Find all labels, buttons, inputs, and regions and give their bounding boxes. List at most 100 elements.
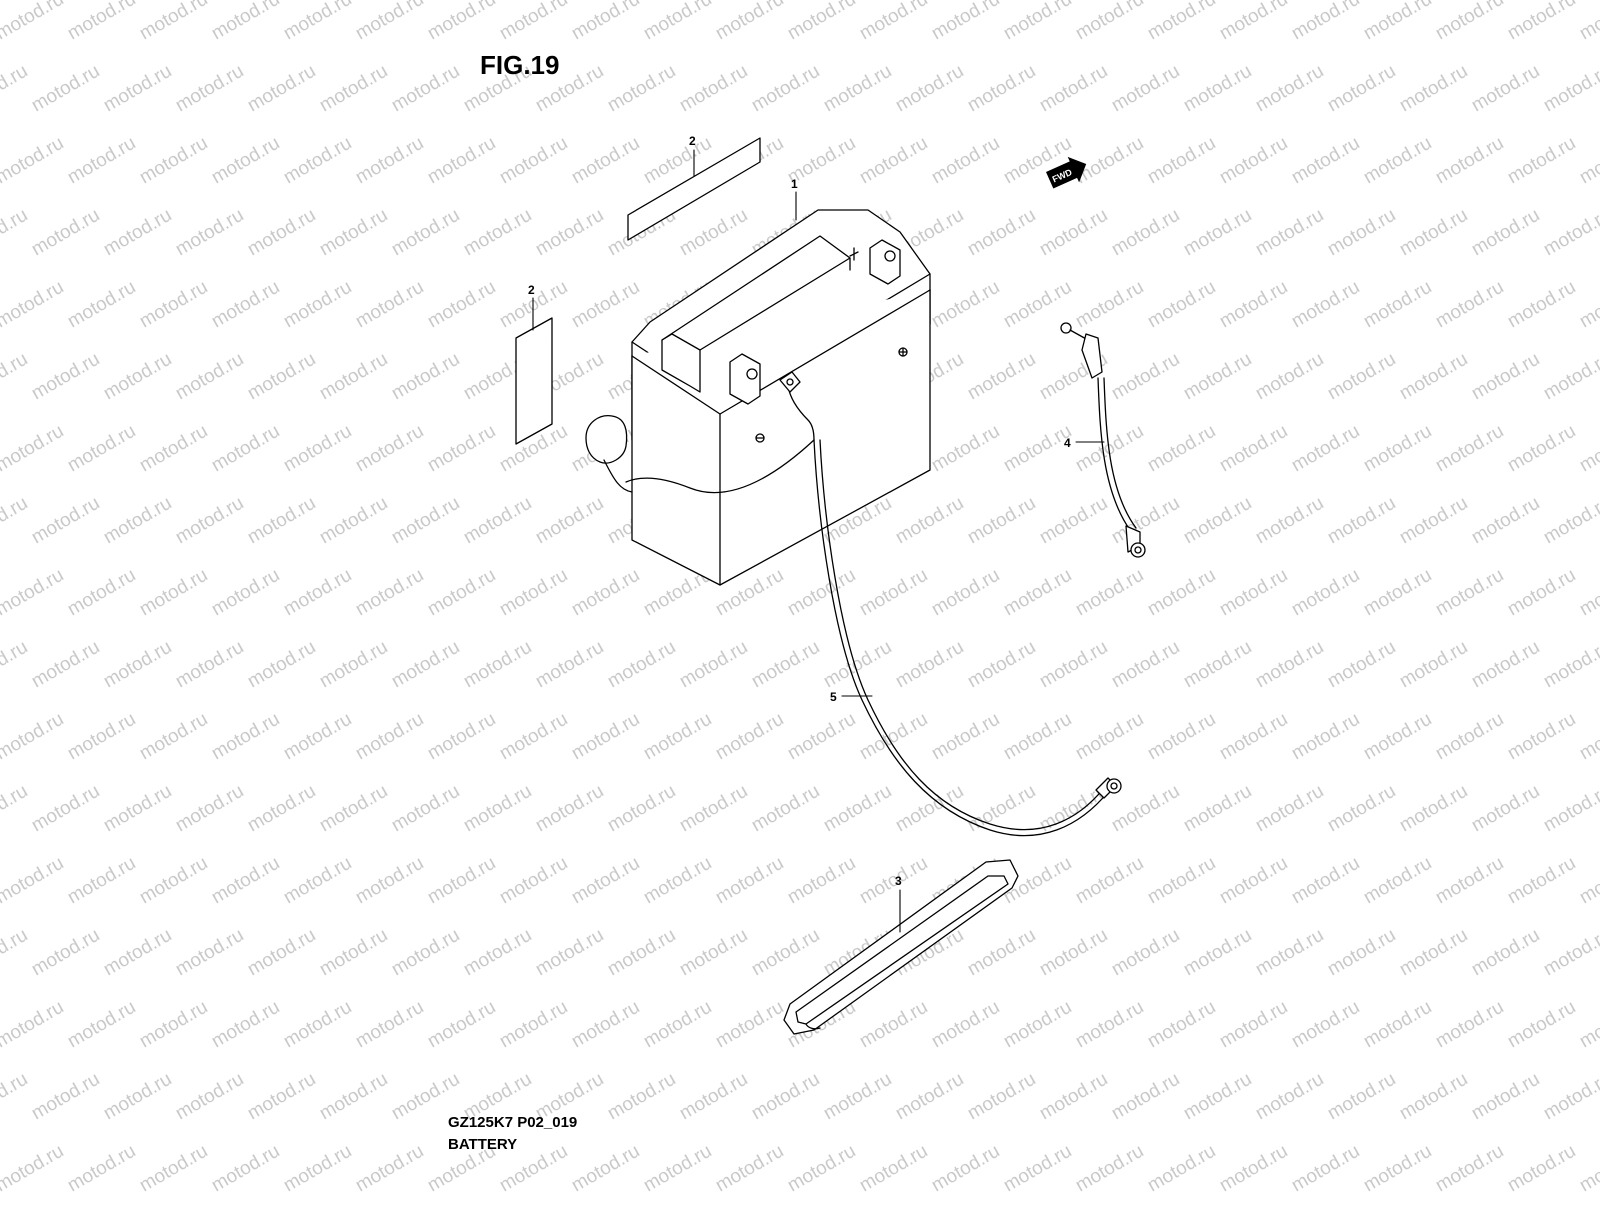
watermark-text: motod.ru [352,565,427,621]
watermark-text: motod.ru [100,493,175,549]
watermark-text: motod.ru [1216,565,1291,621]
watermark-text: motod.ru [1288,277,1363,333]
watermark-text: motod.ru [64,1141,139,1197]
watermark-text: motod.ru [388,205,463,261]
watermark-text: motod.ru [280,565,355,621]
watermark-text: motod.ru [1432,133,1507,189]
watermark-text: motod.ru [1036,493,1111,549]
watermark-text: motod.ru [0,853,67,909]
watermark-text: motod.ru [640,853,715,909]
watermark-text: motod.ru [1288,853,1363,909]
watermark-text: motod.ru [1072,421,1147,477]
watermark-text: motod.ru [1288,0,1363,44]
watermark-text: motod.ru [1252,205,1327,261]
watermark-text: motod.ru [568,277,643,333]
watermark-text: motod.ru [28,637,103,693]
watermark-text: motod.ru [640,1141,715,1197]
watermark-text: motod.ru [1576,709,1600,765]
watermark-text: motod.ru [208,1141,283,1197]
watermark-text: motod.ru [892,1069,967,1125]
watermark-text: motod.ru [424,421,499,477]
watermark-text: motod.ru [532,205,607,261]
watermark-text: motod.ru [568,1141,643,1197]
watermark-text: motod.ru [280,853,355,909]
watermark-text: motod.ru [604,637,679,693]
watermark-text: motod.ru [1468,493,1543,549]
watermark-text: motod.ru [604,781,679,837]
watermark-text: motod.ru [1396,349,1471,405]
watermark-text: motod.ru [1072,997,1147,1053]
watermark-text: motod.ru [964,61,1039,117]
watermark-text: motod.ru [1360,421,1435,477]
watermark-text: motod.ru [1540,205,1600,261]
watermark-text: motod.ru [0,133,67,189]
watermark-text: motod.ru [1144,277,1219,333]
watermark-text: motod.ru [1468,205,1543,261]
battery-band-part [783,859,1019,1035]
watermark-text: motod.ru [1180,637,1255,693]
battery-part [585,209,931,586]
watermark-text: motod.ru [316,925,391,981]
watermark-text: motod.ru [856,0,931,44]
watermark-text: motod.ru [1000,709,1075,765]
watermark-text: motod.ru [0,1069,31,1125]
watermark-text: motod.ru [1576,133,1600,189]
watermark-text: motod.ru [244,349,319,405]
watermark-text: motod.ru [1360,0,1435,44]
watermark-text: motod.ru [640,709,715,765]
watermark-text: motod.ru [0,61,31,117]
watermark-text: motod.ru [460,781,535,837]
watermark-text: motod.ru [0,709,67,765]
watermark-text: motod.ru [676,781,751,837]
watermark-text: motod.ru [1360,997,1435,1053]
watermark-text: motod.ru [1468,637,1543,693]
watermark-text: motod.ru [1504,421,1579,477]
watermark-text: motod.ru [928,1141,1003,1197]
watermark-text: motod.ru [1000,0,1075,44]
watermark-text: motod.ru [1576,853,1600,909]
watermark-text: motod.ru [928,421,1003,477]
watermark-text: motod.ru [1432,421,1507,477]
watermark-text: motod.ru [1324,205,1399,261]
watermark-text: motod.ru [1252,349,1327,405]
watermark-text: motod.ru [208,853,283,909]
watermark-text: motod.ru [1396,781,1471,837]
watermark-text: motod.ru [1252,1069,1327,1125]
watermark-text: motod.ru [1396,1069,1471,1125]
watermark-text: motod.ru [1396,493,1471,549]
watermark-text: motod.ru [280,421,355,477]
watermark-text: motod.ru [784,709,859,765]
watermark-text: motod.ru [1288,565,1363,621]
watermark-text: motod.ru [1108,925,1183,981]
watermark-text: motod.ru [172,205,247,261]
watermark-text: motod.ru [1504,709,1579,765]
watermark-text: motod.ru [1324,493,1399,549]
watermark-text: motod.ru [0,637,31,693]
watermark-text: motod.ru [820,637,895,693]
watermark-text: motod.ru [640,0,715,44]
watermark-text: motod.ru [964,781,1039,837]
watermark-text: motod.ru [136,421,211,477]
watermark-text: motod.ru [892,493,967,549]
watermark-text: motod.ru [100,781,175,837]
watermark-text: motod.ru [928,565,1003,621]
watermark-text: motod.ru [1540,1069,1600,1125]
watermark-text: motod.ru [964,349,1039,405]
watermark-text: motod.ru [604,1069,679,1125]
watermark-text: motod.ru [1216,709,1291,765]
watermark-text: motod.ru [64,0,139,44]
leader-lines [532,149,1105,933]
watermark-text: motod.ru [1360,277,1435,333]
watermark-text: motod.ru [280,0,355,44]
watermark-text: motod.ru [1504,1141,1579,1197]
watermark-text: motod.ru [208,277,283,333]
watermark-text: motod.ru [1324,61,1399,117]
watermark-text: motod.ru [928,133,1003,189]
watermark-text: motod.ru [1252,781,1327,837]
watermark-text: motod.ru [172,349,247,405]
callout-3: 3 [895,874,902,888]
watermark-text: motod.ru [892,637,967,693]
watermark-text: motod.ru [1144,565,1219,621]
watermark-text: motod.ru [0,277,67,333]
watermark-text: motod.ru [100,1069,175,1125]
